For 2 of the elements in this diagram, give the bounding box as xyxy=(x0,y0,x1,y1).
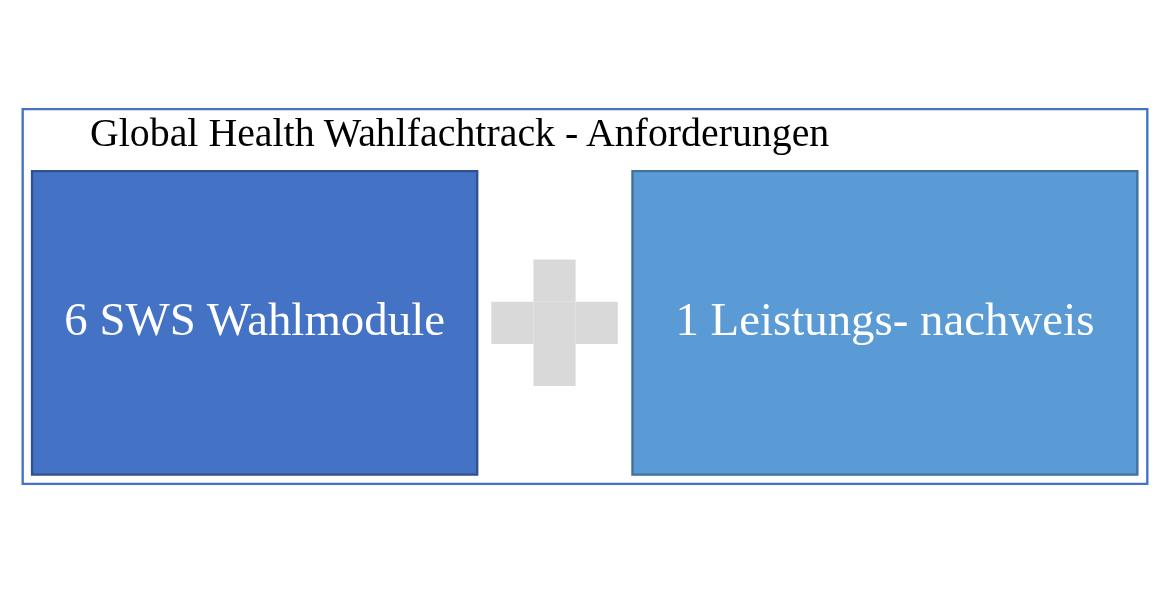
node-box: 1 Leistungs- nachweis xyxy=(631,170,1139,476)
node-box: 6 SWS Wahlmodule xyxy=(30,170,479,476)
